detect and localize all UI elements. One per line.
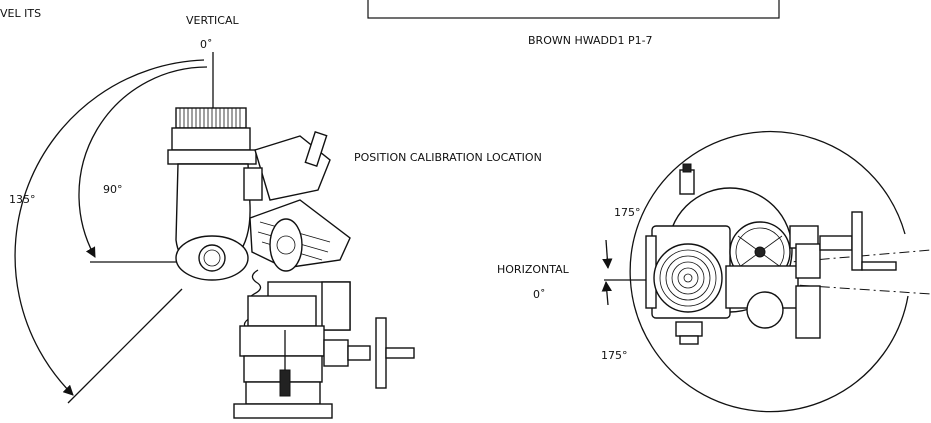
reference-box-caption: BROWN HWADD1 P1-7 [528,34,653,47]
reference-box [367,0,780,19]
monitor-side-view [167,107,415,419]
vertical-zero-label: 0˚ [200,38,213,51]
horizontal-label: HORIZONTAL [497,263,570,276]
top-left-fragment-text: VEL ITS [0,7,41,20]
angle-135-label: 135° [9,193,36,206]
vertical-label: VERTICAL [186,14,239,27]
calibration-label: POSITION CALIBRATION LOCATION [354,151,542,164]
angle-90-label: 90° [103,183,123,196]
angle-175-top-label: 175° [614,206,641,219]
angle-175-bottom-label: 175° [601,349,628,362]
horizontal-zero-label: 0˚ [533,288,546,301]
monitor-plan-view [645,163,897,345]
